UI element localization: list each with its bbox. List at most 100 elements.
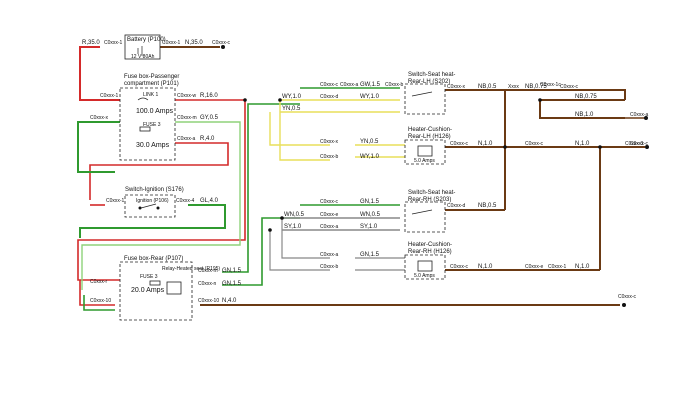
wire-label-gn15c: GN,1.5 <box>360 199 380 205</box>
wire-green-loop <box>77 121 120 173</box>
connector-c29: C0xxx-e <box>320 212 339 218</box>
wire-label-yn05a: YN,0.5 <box>282 106 301 112</box>
wire-nb10 <box>539 100 625 119</box>
connector-c33: C0xxx-b <box>320 264 339 270</box>
connector-c2: C0xxx-1 <box>162 40 181 46</box>
wire-label-n10a: N,1.0 <box>478 141 493 147</box>
connector-c16: C0xxx-c <box>320 82 339 88</box>
wire-label-gn15a: GN,1.5 <box>222 268 242 274</box>
connector-c15: C0xxx-10 <box>198 298 219 304</box>
connector-c25: C0xxx-c <box>450 141 469 147</box>
wire-lh-yellow-down2 <box>269 112 330 146</box>
ground-top-right-icon <box>644 116 648 120</box>
connector-c18: C0xxx-b <box>385 82 404 88</box>
connector-c17: C0xxx-a <box>340 82 359 88</box>
fuse-box-passenger: Fuse box-Passenger compartment (P101) LI… <box>119 74 179 161</box>
connector-c12: C0xxx-n <box>198 281 217 287</box>
splices <box>243 98 602 232</box>
heater-lh-title-2: Rear-LH (H126) <box>408 134 451 140</box>
connector-c22: C0xxx-a <box>630 112 649 118</box>
connector-c7: C0xxx-x <box>90 115 109 121</box>
connector-c14: C0xxx-10 <box>90 298 111 304</box>
connector-c39: Xxxx <box>508 84 519 90</box>
fuse-pass-link: LINK 1 <box>143 92 159 98</box>
switch-ign-small: Ignition (P106) <box>136 198 169 204</box>
sw-lh-title-1: Switch-Seat heat- <box>408 72 455 78</box>
fuse-rear-rating: 20.0 Amps <box>131 287 165 294</box>
ground-bottom-right-icon <box>622 303 626 307</box>
sw-rh-title-2: Rear-RH (S203) <box>408 197 451 203</box>
wire-rh-down <box>269 230 330 271</box>
connector-c13: C0xxx-r <box>90 279 108 285</box>
heater-rh-small: 5.0 Amps <box>414 273 435 279</box>
connector-c21: C0xxx-c <box>560 84 579 90</box>
battery-component: Battery (P100) 12 V 80Ah <box>124 34 166 60</box>
connector-c27: C0xxx-3 <box>625 141 644 147</box>
fuse-box-rear: Fuse box-Rear (P107) FUSE 3 20.0 Amps Re… <box>119 256 220 321</box>
connector-c8: C0xxx-a <box>177 136 196 142</box>
connector-c38: C0xxx-c <box>618 294 637 300</box>
wire-rear-red <box>79 280 115 306</box>
heater-cushion-rh: Heater-Cushion- Rear-RH (H126) 5.0 Amps <box>404 242 452 280</box>
connector-c5: C0xxx-w <box>177 93 197 99</box>
connector-c24: C0xxx-b <box>320 154 339 160</box>
battery-title: Battery (P100) <box>127 37 166 43</box>
wire-rear-green <box>83 295 115 311</box>
heater-lh-title-1: Heater-Cushion- <box>408 127 452 133</box>
connector-c40: C0xxx-c <box>630 141 649 147</box>
heater-lh-small: 5.0 Amps <box>414 158 435 164</box>
fuse-rear-relay: Relay-Heated seat (R195) <box>162 266 220 272</box>
ground-right-icon <box>645 145 649 149</box>
switch-ign-title: Switch-Ignition (S176) <box>125 187 184 193</box>
wire-label-wn05b: WN,0.5 <box>360 212 381 218</box>
wire-label-nb05b: NB,0.5 <box>478 203 497 209</box>
wire-label-wn05a: WN,0.5 <box>284 212 305 218</box>
wires <box>77 46 645 311</box>
wire-label-gn15b: GN,1.5 <box>222 281 242 287</box>
battery-small: 12 V 80Ah <box>131 54 155 60</box>
switch-ignition: Switch-Ignition (S176) Ignition (P106) <box>124 187 184 218</box>
fuse-pass-rating: 100.0 Amps <box>136 108 173 115</box>
wire-label-wy10c: WY,1.0 <box>360 154 380 160</box>
heater-rh-title-1: Heater-Cushion- <box>408 242 452 248</box>
wire-label-n10b: N,1.0 <box>575 141 590 147</box>
wire-gy05 <box>81 121 241 290</box>
wire-nb05a <box>445 89 626 100</box>
wire-rh-down2 <box>281 218 330 259</box>
connector-c1: C0xxx-1 <box>104 40 123 46</box>
connector-c26: C0xxx-c <box>525 141 544 147</box>
connector-c4: C0xxx-1 <box>100 93 119 99</box>
wire-label-sy10a: SY,1.0 <box>284 224 302 230</box>
wire-label-gl40: GL,4.0 <box>200 198 219 204</box>
switch-seat-lh: Switch-Seat heat- Rear-LH (S202) <box>404 72 455 115</box>
wire-gn15a <box>222 103 300 273</box>
wire-label-gn15d: GN,1.5 <box>360 252 380 258</box>
connector-c23: C0xxx-x <box>320 139 339 145</box>
connector-c6: C0xxx-m <box>177 115 197 121</box>
wire-label-sy10b: SY,1.0 <box>360 224 378 230</box>
ground-battery-icon <box>221 45 225 49</box>
wire-label-n35: N,35.0 <box>185 40 203 46</box>
wire-gl40-green <box>79 204 226 238</box>
wire-battery-red <box>79 46 120 101</box>
connector-c3: C0xxx-c <box>212 40 231 46</box>
wire-lh-yellow-down <box>279 100 330 161</box>
fuse-pass-title-1: Fuse box-Passenger <box>124 74 179 80</box>
sw-lh-title-2: Rear-LH (S202) <box>408 79 450 85</box>
connector-c31: C0xxx-d <box>447 203 466 209</box>
connector-c32: C0xxx-a <box>320 252 339 258</box>
wire-r40 <box>89 142 229 200</box>
connector-c34: C0xxx-c <box>450 264 469 270</box>
connector-c28: C0xxx-c <box>320 199 339 205</box>
wire-label-wy10a: WY,1.0 <box>282 94 302 100</box>
wire-label-r16: R,16.0 <box>200 93 218 99</box>
connector-c35: C0xxx-e <box>525 264 544 270</box>
fuse-pass-fuse-label: FUSE 3 <box>143 122 161 128</box>
connector-c11: C0xxx-m <box>198 268 218 274</box>
connector-c9: C0xxx-1 <box>106 198 125 204</box>
wire-label-n40: N,4.0 <box>222 298 237 304</box>
connector-c36: C0xxx-1 <box>548 264 567 270</box>
wire-label-n10d: N,1.0 <box>575 264 590 270</box>
wire-label-r35: R,35.0 <box>82 40 100 46</box>
